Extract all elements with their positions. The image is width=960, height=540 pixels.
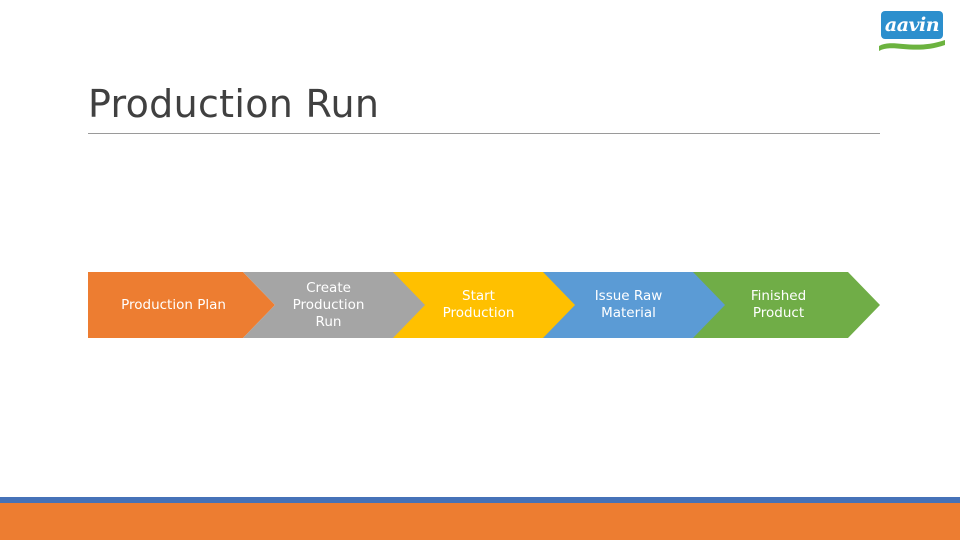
logo-wave-icon	[879, 40, 945, 51]
logo-wordmark: aavin	[884, 14, 940, 36]
page-title: Production Run	[88, 82, 380, 126]
flow-step-label: Finished Product	[750, 288, 807, 321]
title-divider	[88, 133, 880, 134]
process-flow: Production Plan Create Production Run St…	[88, 272, 878, 338]
flow-step-production-plan[interactable]: Production Plan	[88, 272, 275, 338]
flow-step-label: Create Production Run	[292, 279, 365, 330]
aavin-logo: aavin	[877, 9, 947, 53]
footer-accent-orange	[0, 503, 960, 540]
footer-accent-blue	[0, 497, 960, 503]
flow-step-label: Start Production	[442, 288, 515, 321]
flow-step-label: Production Plan	[121, 296, 226, 313]
logo-plate: aavin	[881, 11, 943, 39]
flow-step-label: Issue Raw Material	[594, 288, 663, 321]
